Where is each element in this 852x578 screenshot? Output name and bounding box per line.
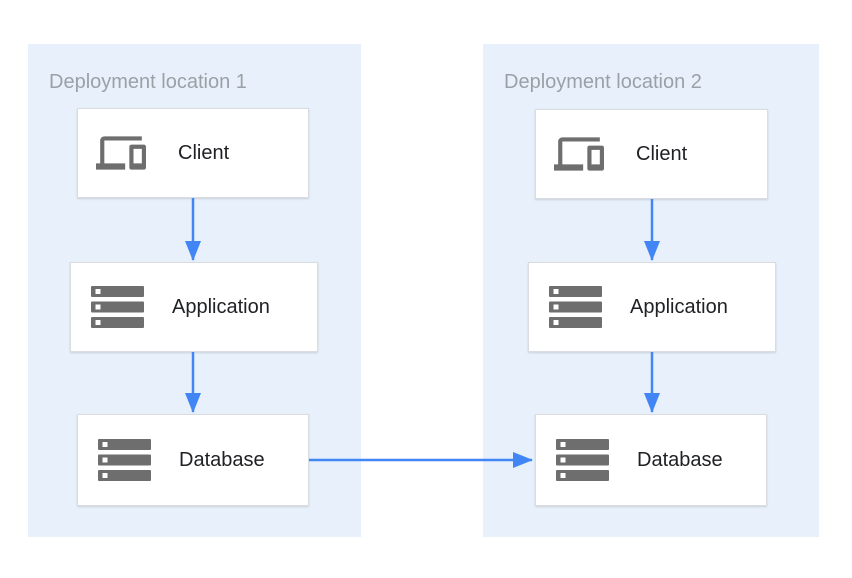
node-database-2: Database: [535, 414, 767, 506]
node-label: Database: [637, 448, 723, 471]
node-client-2: Client: [535, 109, 768, 199]
server-stack-icon: [549, 286, 602, 328]
node-application-2: Application: [528, 262, 776, 352]
node-client-1: Client: [77, 108, 309, 198]
devices-icon: [550, 129, 608, 179]
panel-title-1: Deployment location 1: [49, 71, 247, 93]
node-label: Database: [179, 448, 265, 471]
deployment-panel-1: Deployment location 1 Client: [28, 44, 361, 537]
node-application-1: Application: [70, 262, 318, 352]
node-label: Client: [178, 141, 230, 164]
node-label: Application: [630, 295, 728, 318]
node-database-1: Database: [77, 414, 309, 506]
server-stack-icon: [91, 286, 144, 328]
devices-icon: [92, 128, 150, 178]
deployment-panel-2: Deployment location 2 Client: [483, 44, 819, 537]
node-label: Client: [636, 142, 688, 165]
server-stack-icon: [98, 439, 151, 481]
panel-title-2: Deployment location 2: [504, 71, 702, 93]
node-label: Application: [172, 295, 270, 318]
server-stack-icon: [556, 439, 609, 481]
